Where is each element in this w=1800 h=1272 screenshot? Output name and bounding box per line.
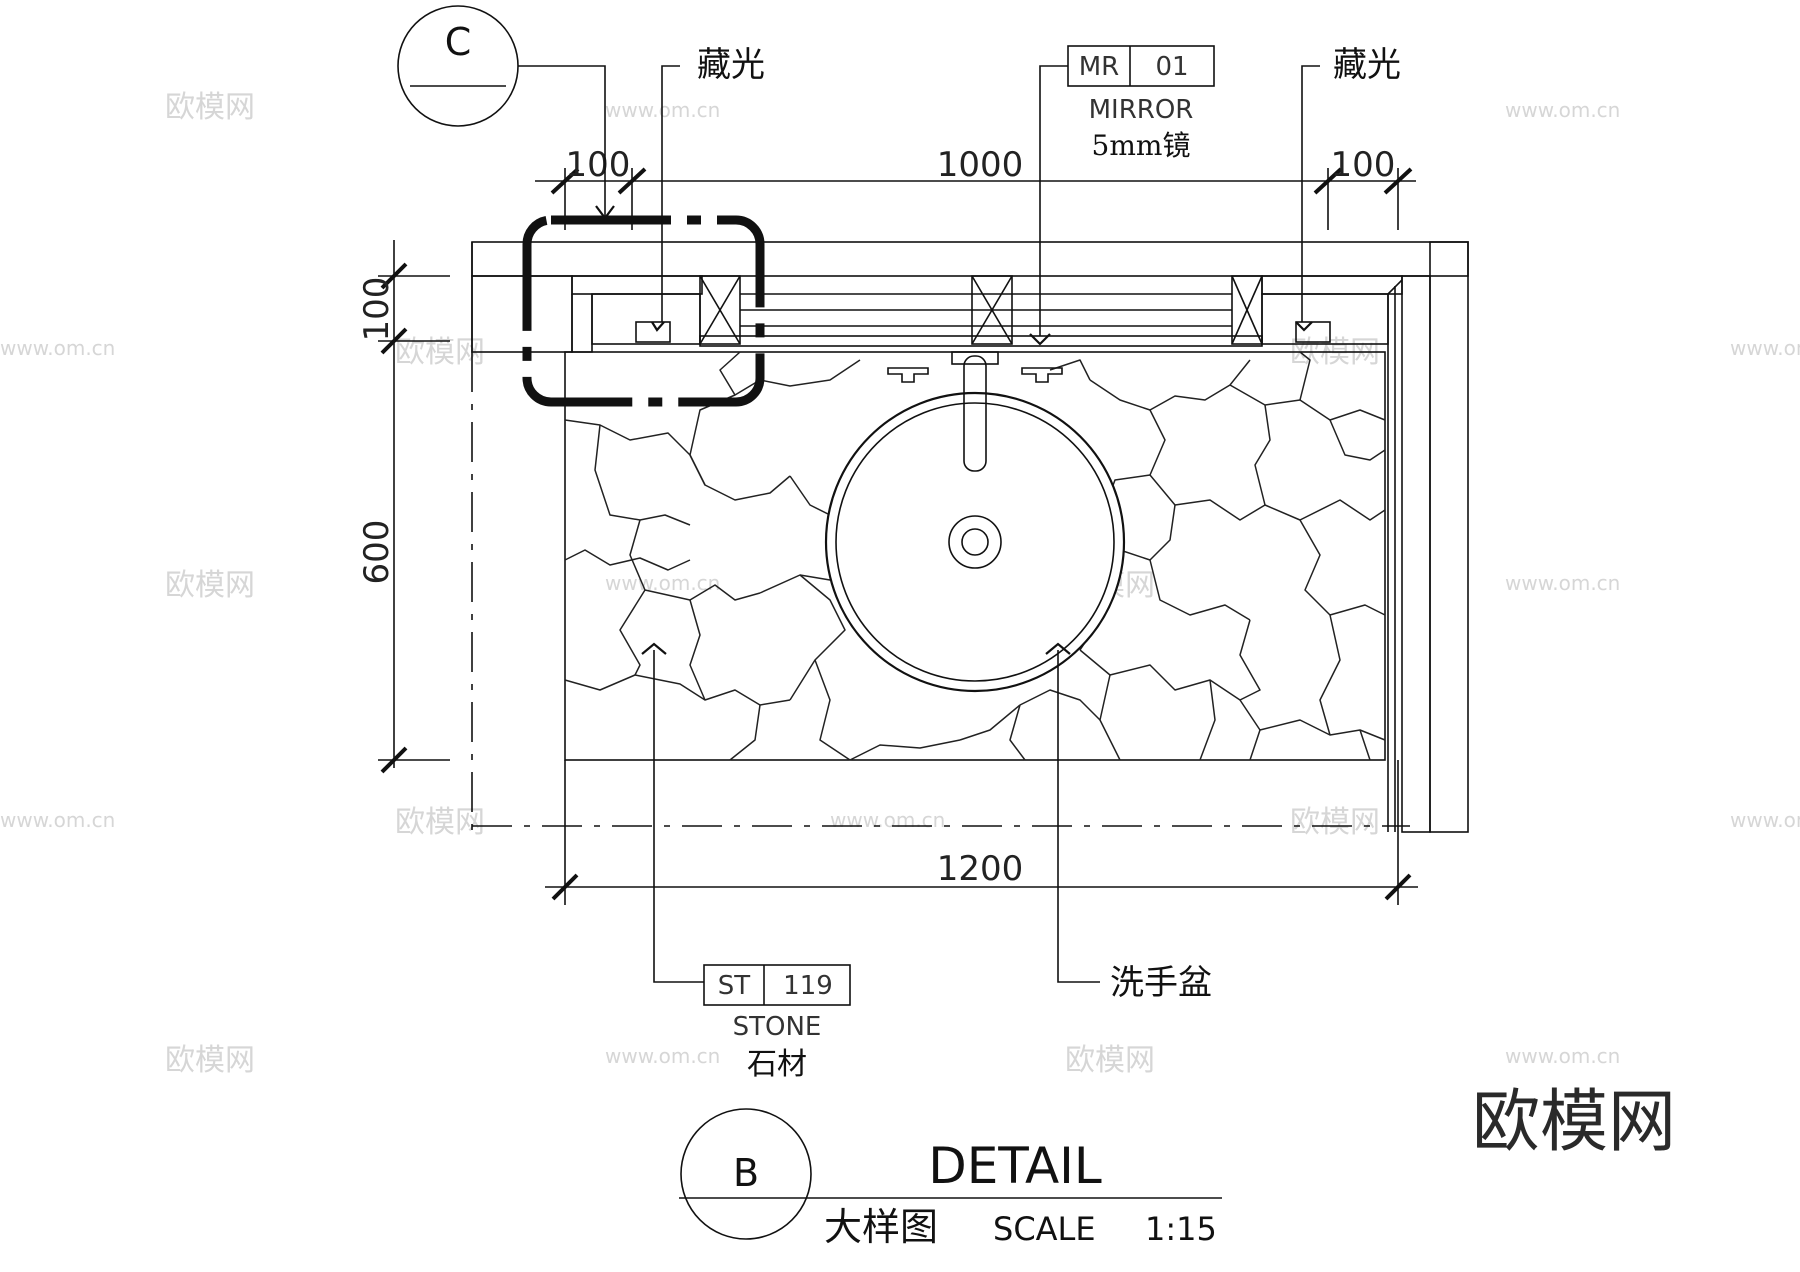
dim-top-left: 100 bbox=[566, 145, 631, 185]
mirror-assembly bbox=[591, 275, 1389, 347]
mirror-number: 01 bbox=[1155, 52, 1188, 82]
dim-left-upper: 100 bbox=[357, 277, 397, 342]
watermark-site: www.om.cn bbox=[1505, 98, 1620, 122]
tap-handle-right bbox=[1021, 367, 1063, 383]
dim-bottom: 1200 bbox=[937, 849, 1024, 889]
title-marker-label: B bbox=[733, 1151, 759, 1195]
top-right-band bbox=[1261, 275, 1403, 295]
watermark-brand: 欧模网 bbox=[165, 1043, 255, 1078]
watermark-site: www.om.cn bbox=[0, 336, 115, 360]
faucet-base bbox=[951, 351, 999, 365]
top-wall-hatch bbox=[471, 241, 1469, 277]
watermark-site: www.om.cn bbox=[605, 1044, 720, 1068]
stone-counter bbox=[564, 351, 1386, 761]
mirror-en-label: MIRROR bbox=[1089, 95, 1194, 125]
stone-number: 119 bbox=[783, 971, 833, 1001]
drain-outer bbox=[948, 515, 1002, 569]
scale-label: SCALE bbox=[993, 1210, 1096, 1248]
title-block: B DETAIL 大样图 SCALE 1:15 bbox=[679, 1108, 1222, 1249]
section-marker-label: C bbox=[445, 20, 472, 64]
leader-hidden-light-right: 藏光 bbox=[1301, 45, 1401, 322]
top-left-band bbox=[571, 275, 703, 295]
wall-structure bbox=[471, 241, 1469, 833]
watermark-site: www.om.cn bbox=[1730, 336, 1800, 360]
basin-label: 洗手盆 bbox=[1110, 963, 1212, 1003]
watermark-site: www.om.cn bbox=[830, 808, 945, 832]
wash-basin bbox=[824, 351, 1126, 693]
dimension-labels: 100 1000 100 100 600 1200 bbox=[357, 145, 1395, 889]
stone-veining bbox=[564, 351, 1386, 761]
watermark-site: www.om.cn bbox=[1730, 808, 1800, 832]
watermark-site: www.om.cn bbox=[0, 808, 115, 832]
basin-rim bbox=[824, 391, 1126, 693]
right-wall-hatch bbox=[1429, 241, 1469, 833]
watermark-brand: 欧模网 bbox=[1065, 1043, 1155, 1078]
faucet-spout bbox=[963, 355, 987, 472]
dim-left-lower: 600 bbox=[357, 520, 397, 585]
watermark-site: www.om.cn bbox=[605, 571, 720, 595]
watermark-site: www.om.cn bbox=[1505, 1044, 1620, 1068]
watermark-site: www.om.cn bbox=[1505, 571, 1620, 595]
hidden-light-right-label: 藏光 bbox=[1333, 45, 1401, 85]
basin-inner bbox=[835, 402, 1115, 682]
centre-lines bbox=[471, 352, 1410, 905]
left-plaster bbox=[471, 275, 573, 353]
dim-top-right: 100 bbox=[1331, 145, 1396, 185]
watermark-logo: 欧模网 bbox=[1472, 1083, 1676, 1162]
hidden-light-left-label: 藏光 bbox=[697, 45, 765, 85]
tap-handle-left bbox=[887, 367, 929, 383]
mirror-tag: MR 01 MIRROR 5mm镜 bbox=[1029, 45, 1215, 346]
basin-tag: 洗手盆 bbox=[1045, 642, 1212, 1003]
mirror-tag-box bbox=[1067, 45, 1215, 87]
light-box-left bbox=[591, 293, 701, 345]
stone-en-label: STONE bbox=[733, 1012, 822, 1042]
title-marker-circle bbox=[680, 1108, 812, 1240]
mirror-cn-label: 5mm镜 bbox=[1092, 129, 1191, 162]
detail-callout: C bbox=[397, 5, 765, 407]
title-main: DETAIL bbox=[928, 1137, 1102, 1195]
stone-tag: ST 119 STONE 石材 bbox=[641, 642, 851, 1082]
stone-code: ST bbox=[718, 971, 751, 1001]
dim-top-middle: 1000 bbox=[937, 145, 1024, 185]
stone-tag-box bbox=[703, 964, 851, 1006]
watermark-brand: 欧模网 bbox=[1290, 805, 1380, 840]
watermark-brand: 欧模网 bbox=[165, 90, 255, 125]
leader-hidden-light-left: 藏光 bbox=[661, 45, 765, 322]
stone-cn-label: 石材 bbox=[747, 1047, 807, 1082]
mirror-code: MR bbox=[1079, 52, 1120, 82]
watermark-brand: 欧模网 bbox=[395, 805, 485, 840]
scale-value: 1:15 bbox=[1145, 1210, 1217, 1248]
watermark-layer: 欧模网 www.om.cn www.om.cn www.om.cn 欧模网 欧模… bbox=[0, 90, 1800, 1162]
light-box-right bbox=[1261, 293, 1389, 345]
drain-inner bbox=[961, 528, 989, 556]
watermark-brand: 欧模网 bbox=[165, 568, 255, 603]
lamp-right bbox=[1295, 321, 1331, 343]
title-cn: 大样图 bbox=[824, 1205, 938, 1249]
detail-highlight-box bbox=[522, 215, 765, 407]
right-plaster bbox=[1401, 275, 1431, 833]
